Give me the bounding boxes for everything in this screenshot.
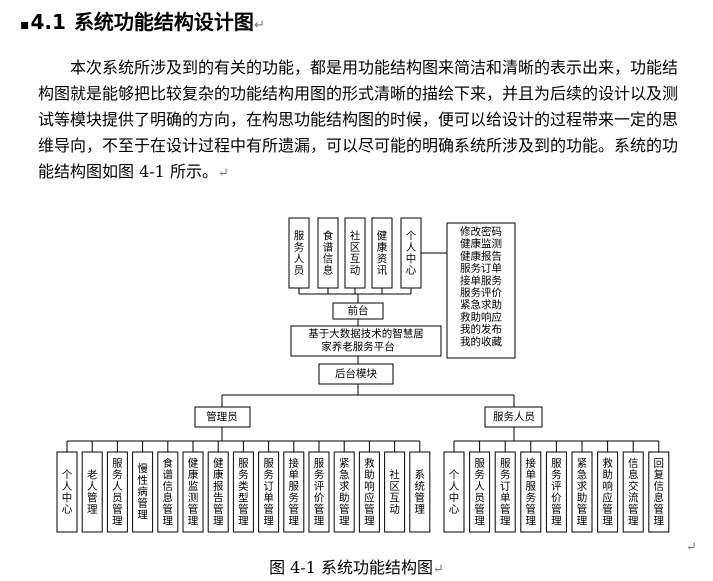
admin-module-box-label: 老人管理 — [87, 468, 98, 516]
personal-center-item: 修改密码 — [460, 225, 502, 238]
admin-module-box — [56, 451, 78, 533]
heading-number: 4.1 — [30, 10, 66, 34]
staff-module-box — [571, 451, 593, 533]
staff-module-box-label: 服务订单管理 — [500, 457, 511, 527]
personal-center-item: 我的收藏 — [460, 335, 502, 348]
personal-center-item: 救助响应 — [460, 310, 502, 323]
admin-module-box-label: 食谱信息管理 — [163, 456, 174, 527]
admin-module-box-label: 社区互动 — [389, 468, 400, 516]
admin-module-box — [409, 451, 431, 533]
admin-module-box — [384, 451, 406, 533]
admin-module-box — [358, 451, 380, 533]
admin-module-box-label: 救助响应管理 — [364, 456, 375, 527]
backend-label: 后台模块 — [335, 367, 377, 380]
admin-module-box — [157, 451, 179, 533]
staff-module-box — [622, 451, 644, 533]
backend-box — [318, 363, 394, 385]
admin-module-box-label: 紧急求助管理 — [339, 457, 350, 527]
staff-module-box-label: 服务评价管理 — [551, 457, 562, 527]
personal-center-item: 健康监测 — [460, 237, 502, 250]
front-module-box-label: 社区互动 — [350, 229, 361, 277]
front-module-box — [400, 217, 422, 289]
admin-module-box-label: 服务类型管理 — [238, 457, 249, 527]
diagram-connectors — [66, 252, 660, 452]
heading-title: 系统功能结构设计图 — [73, 10, 254, 34]
admin-module-box — [182, 451, 204, 533]
admin-module-box-label: 健康报告管理 — [213, 457, 224, 527]
personal-center-item: 紧急求助 — [460, 298, 502, 311]
personal-center-item: 服务订单 — [460, 262, 502, 275]
staff-label: 服务人员 — [493, 410, 535, 423]
staff-module-box-label: 个人中心 — [449, 469, 460, 516]
front-module-box-label: 个人中心 — [406, 230, 417, 277]
section-heading: ▪4.1 系统功能结构设计图↵ — [20, 8, 265, 40]
staff-box — [484, 406, 543, 428]
admin-label: 管理员 — [206, 410, 238, 423]
front-module-box-label: 食谱信息 — [323, 229, 334, 277]
paragraph-mark: ↵ — [253, 18, 265, 33]
admin-module-box — [308, 451, 330, 533]
admin-module-box-label: 服务评价管理 — [314, 457, 325, 527]
admin-module-box — [232, 451, 254, 533]
paragraph-mark: ↵ — [433, 562, 444, 577]
staff-module-box-label: 信息交流管理 — [628, 457, 639, 527]
staff-module-box — [597, 451, 619, 533]
admin-module-box — [207, 451, 229, 533]
staff-module-box-label: 服务人员管理 — [474, 457, 485, 527]
admin-module-box-label: 健康监测管理 — [188, 457, 199, 527]
caption-text: 图 4-1 系统功能结构图 — [269, 558, 434, 577]
staff-module-box — [494, 451, 516, 533]
body-paragraph: 本次系统所涉及到的有关的功能，都是用功能结构图来简洁和清晰的表示出来，功能结构图… — [38, 55, 678, 187]
admin-module-box — [81, 451, 103, 533]
admin-module-box — [333, 451, 355, 533]
admin-module-box — [106, 451, 128, 533]
admin-module-box-label: 系统管理 — [415, 469, 426, 516]
admin-module-box-label: 个人中心 — [62, 469, 73, 516]
personal-center-item: 接单服务 — [460, 274, 502, 287]
front-label: 前台 — [348, 304, 369, 317]
personal-center-item: 我的发布 — [460, 323, 502, 336]
front-module-box — [288, 217, 310, 289]
staff-module-box — [469, 451, 491, 533]
personal-center-functions-box — [446, 222, 516, 359]
staff-module-box — [443, 451, 465, 533]
figure-caption: 图 4-1 系统功能结构图↵ — [0, 557, 713, 581]
paragraph-mark: ↵ — [217, 166, 229, 181]
staff-module-box-label: 救助响应管理 — [602, 456, 613, 527]
diagram-nodes: 服务人员食谱信息社区互动健康资讯个人中心修改密码健康监测健康报告服务订单接单服务… — [56, 217, 670, 533]
staff-module-box — [648, 451, 670, 533]
admin-module-box-label: 服务订单管理 — [263, 457, 274, 527]
platform-name-line-1: 基于大数据技术的智慧居 — [308, 327, 424, 340]
admin-module-box-label: 慢性病管理 — [137, 463, 148, 521]
front-label-box — [332, 302, 384, 320]
platform-name-line-2: 家养老服务平台 — [321, 340, 395, 353]
staff-module-box-label: 接单服务管理 — [526, 456, 537, 527]
personal-center-functions-list: 修改密码健康监测健康报告服务订单接单服务服务评价紧急求助救助响应我的发布我的收藏 — [460, 225, 502, 348]
staff-module-box — [545, 451, 567, 533]
staff-module-box — [520, 451, 542, 533]
body-text: 本次系统所涉及到的有关的功能，都是用功能结构图来简洁和清晰的表示出来，功能结构图… — [38, 58, 679, 181]
personal-center-item: 健康报告 — [460, 249, 502, 262]
paragraph-mark: ↵ — [686, 540, 697, 555]
admin-box — [194, 406, 251, 428]
admin-module-box-label: 服务人员管理 — [112, 457, 123, 527]
front-module-box-label: 服务人员 — [294, 230, 305, 277]
front-module-box-label: 健康资讯 — [377, 230, 388, 277]
platform-box — [290, 325, 442, 357]
staff-module-box-label: 回复信息管理 — [654, 457, 665, 527]
admin-module-box-label: 接单服务管理 — [289, 456, 300, 527]
staff-module-box-label: 紧急求助管理 — [577, 457, 588, 527]
heading-bullet: ▪ — [20, 17, 30, 33]
admin-module-box — [283, 451, 305, 533]
front-module-box — [344, 217, 366, 289]
admin-module-box — [132, 451, 154, 533]
front-module-box — [371, 217, 393, 289]
front-module-box — [317, 217, 339, 289]
personal-center-item: 服务评价 — [460, 286, 502, 299]
admin-module-box — [258, 451, 280, 533]
